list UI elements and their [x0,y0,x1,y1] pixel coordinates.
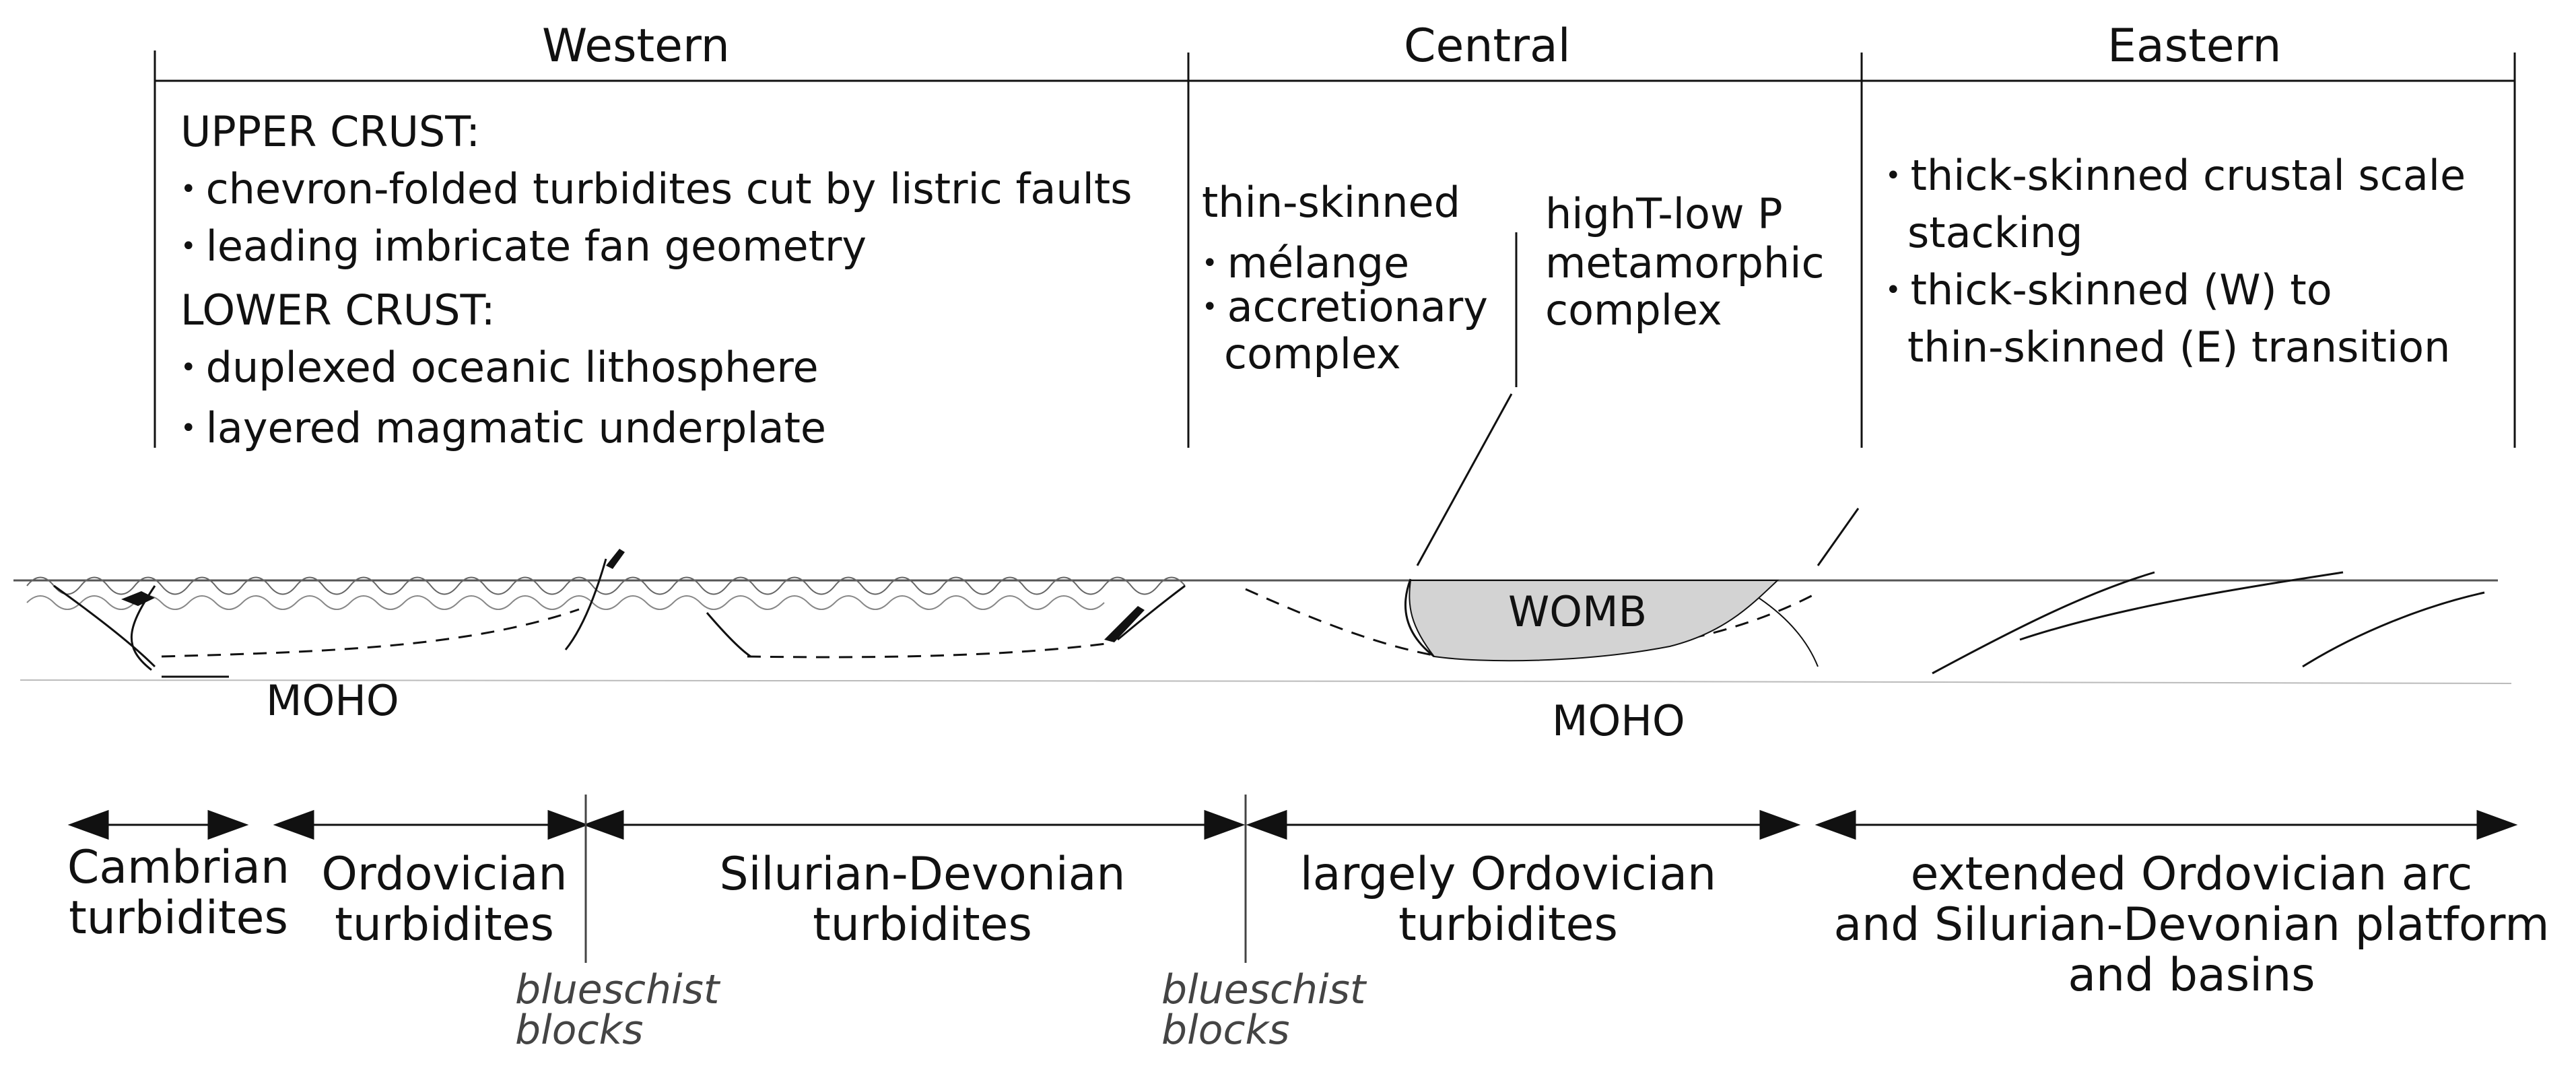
unit-largely-ordovician: largely Ordovician turbidites [1266,848,1751,951]
chevron-folds-2 [26,595,1105,610]
moho-central-label: MOHO [1552,696,1685,745]
fault-7 [1750,592,1819,667]
domain-dividers [154,50,2516,566]
western-lower-2: layered magmatic underplate [180,404,826,452]
womb-body [1409,580,1780,662]
blueschist-west-line1: blueschist [515,966,720,1013]
unit-extended-line2: and Silurian-Devonian platform [1833,898,2550,951]
moho-west-label: MOHO [266,676,399,725]
central-meta-1: highT-low P [1545,189,1783,238]
eastern-b2a: thick-skinned (W) to [1885,266,2332,314]
unit-cambrian-line1: Cambrian [67,841,290,894]
western-upper-1: chevron-folded turbidites cut by listric… [180,165,1132,213]
fault-5 [1117,584,1186,641]
imbricate-lenses [121,549,1145,642]
unit-cambrian-line2: turbidites [69,891,288,945]
arrow-left-icon [1246,809,1287,840]
detachment-west [161,608,580,658]
western-upper-2: leading imbricate fan geometry [180,222,867,271]
header-central: Central [1404,20,1571,73]
fault-9 [2019,571,2344,641]
fault-1 [53,584,156,668]
blueschist-central: blueschist blocks [1161,970,1365,1050]
lens-3 [1104,606,1145,642]
unit-silurian-line1: Silurian-Devonian [719,848,1126,901]
western-lower-title: LOWER CRUST: [180,285,496,335]
arrow-left-icon [582,809,624,840]
womb-label: WOMB [1508,587,1648,636]
lens-1 [121,591,155,606]
fault-10 [2302,591,2485,668]
header-western: Western [542,20,730,73]
header-eastern: Eastern [2107,20,2282,73]
fault-6 [1404,578,1435,658]
unit-ordovician-line2: turbidites [335,898,554,951]
leader-line-east [1817,508,1860,566]
arrow-left-icon [1815,809,1856,840]
detachment-central [1245,588,1442,658]
detachment-mid [747,642,1112,659]
unit-silurian-devonian: Silurian-Devonian turbidites [680,848,1165,951]
lens-2 [606,549,625,569]
central-meta-2: metamorphic [1545,238,1825,288]
blueschist-central-line1: blueschist [1161,966,1366,1013]
eastern-b2b: thin-skinned (E) transition [1907,323,2451,372]
unit-extended-line1: extended Ordovician arc [1910,848,2473,901]
fault-4 [706,612,751,658]
arrow-right-icon [1759,809,1801,840]
fault-8 [1932,571,2155,675]
western-upper-title: UPPER CRUST: [180,107,481,156]
arrow-right-icon [1204,809,1246,840]
unit-cambrian: Cambrian turbidites [57,841,300,945]
arrow-right-icon [547,809,589,840]
blueschist-central-line2: blocks [1161,1007,1290,1054]
central-thin-title: thin-skinned [1202,178,1461,227]
eastern-b1b: stacking [1907,208,2083,257]
central-thin-1: mélange [1202,239,1410,288]
unit-largely-line2: turbidites [1398,898,1618,951]
central-thin-2b: complex [1224,329,1401,378]
unit-ordovician: Ordovician turbidites [310,848,579,951]
arrow-left-icon [67,809,109,840]
arrow-right-icon [2476,809,2518,840]
blueschist-west: blueschist blocks [515,970,719,1050]
unit-silurian-line2: turbidites [813,898,1032,951]
leader-line-womb [1416,393,1513,566]
unit-ordovician-line1: Ordovician [321,848,568,901]
eastern-b1a: thick-skinned crustal scale [1885,151,2466,200]
arrow-right-icon [207,809,249,840]
unit-extended: extended Ordovician arc and Silurian-Dev… [1818,848,2565,1002]
unit-arrows [67,809,2518,840]
central-thin-2a: accretionary [1202,283,1488,331]
unit-boundaries [584,795,1247,963]
unit-extended-line3: and basins [2068,948,2315,1002]
crust-section [13,558,2512,685]
fault-3 [564,558,607,650]
blueschist-west-line2: blocks [515,1007,644,1054]
arrow-left-icon [273,809,314,840]
western-lower-1: duplexed oceanic lithosphere [180,343,819,392]
chevron-folds-1 [26,576,1186,595]
unit-largely-line1: largely Ordovician [1299,848,1717,901]
central-meta-3: complex [1545,285,1722,335]
